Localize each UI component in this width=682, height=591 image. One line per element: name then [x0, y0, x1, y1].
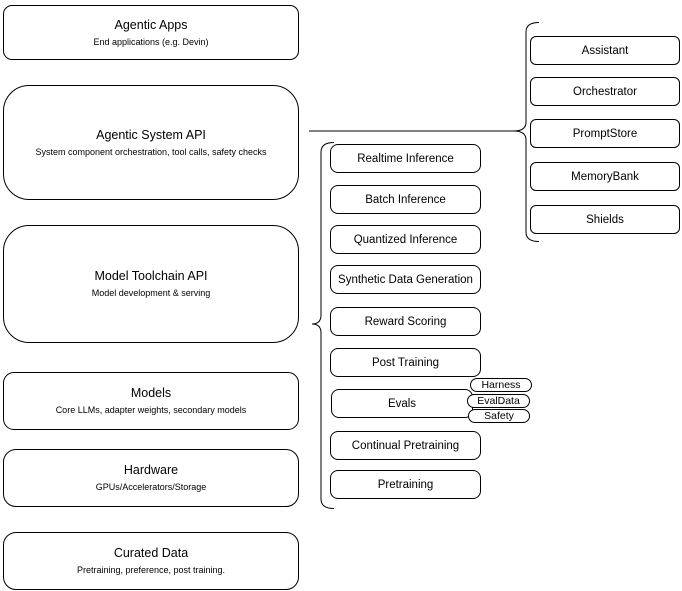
node-orchestrator: Orchestrator [530, 77, 680, 106]
node-subtitle: Core LLMs, adapter weights, secondary mo… [55, 405, 247, 415]
node-evals: Evals [331, 389, 473, 418]
node-agentic-system-api: Agentic System API System component orch… [3, 85, 299, 200]
node-synthetic-data-generation: Synthetic Data Generation [330, 265, 481, 294]
tag-harness: Harness [470, 378, 532, 392]
node-title: Agentic Apps [114, 17, 188, 32]
node-model-toolchain-api: Model Toolchain API Model development & … [3, 225, 299, 343]
node-hardware: Hardware GPUs/Accelerators/Storage [3, 449, 299, 507]
node-title: Models [130, 386, 172, 400]
node-agentic-apps: Agentic Apps End applications (e.g. Devi… [3, 5, 299, 60]
node-post-training: Post Training [330, 348, 481, 377]
node-shields: Shields [530, 205, 680, 234]
node-pretraining: Pretraining [330, 470, 481, 499]
node-subtitle: System component orchestration, tool cal… [35, 146, 267, 157]
node-models: Models Core LLMs, adapter weights, secon… [3, 372, 299, 430]
node-reward-scoring: Reward Scoring [330, 307, 481, 336]
node-promptstore: PromptStore [530, 119, 680, 148]
node-realtime-inference: Realtime Inference [330, 144, 481, 173]
node-title: Curated Data [113, 546, 189, 560]
node-subtitle: End applications (e.g. Devin) [93, 36, 209, 47]
node-title: Model Toolchain API [94, 269, 208, 283]
node-quantized-inference: Quantized Inference [330, 225, 481, 254]
tag-safety: Safety [468, 409, 530, 423]
node-title: Agentic System API [96, 127, 206, 142]
node-continual-pretraining: Continual Pretraining [330, 431, 481, 460]
node-assistant: Assistant [530, 36, 680, 65]
node-subtitle: GPUs/Accelerators/Storage [95, 482, 207, 492]
node-subtitle: Pretraining, preference, post training. [76, 565, 226, 575]
node-title: Hardware [123, 463, 179, 477]
node-subtitle: Model development & serving [91, 288, 211, 298]
node-memorybank: MemoryBank [530, 162, 680, 191]
node-batch-inference: Batch Inference [330, 185, 481, 214]
node-curated-data: Curated Data Pretraining, preference, po… [3, 532, 299, 590]
tag-evaldata: EvalData [467, 394, 530, 408]
